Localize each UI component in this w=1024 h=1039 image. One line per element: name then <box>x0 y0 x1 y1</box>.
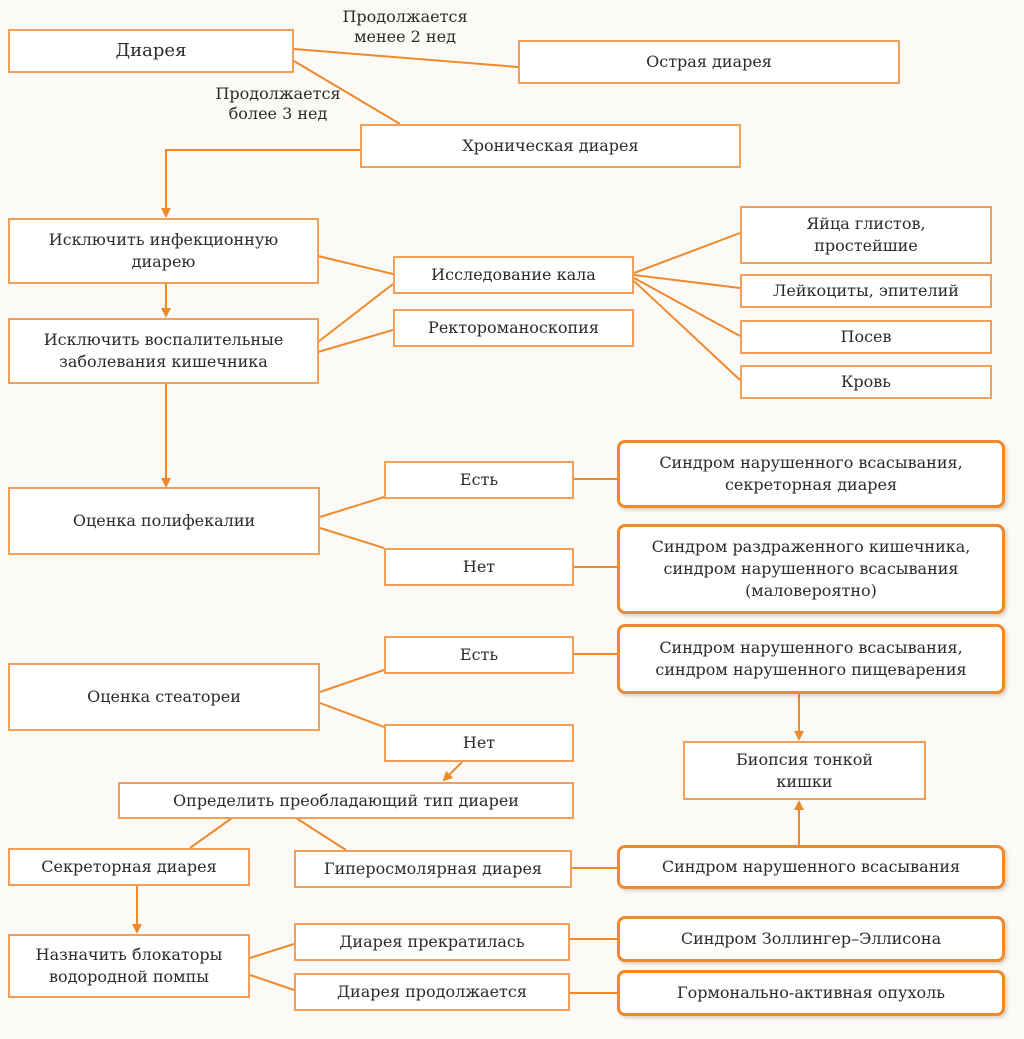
node-leukocytes: Лейкоциты, эпителий <box>740 274 992 308</box>
node-culture: Посев <box>740 320 992 354</box>
edge-determine-secretory <box>189 817 233 849</box>
node-chronic-diarrhea: Хроническая диарея <box>360 124 741 168</box>
node-polyfecalia: Оценка полифекалии <box>8 487 320 555</box>
node-helminth-eggs: Яйца глистов, простейшие <box>740 206 992 264</box>
node-exclude-infectious: Исключить инфекционную диарею <box>8 218 319 284</box>
edge-chronic-infectious <box>161 149 360 218</box>
node-hyperosmolar: Гиперосмолярная диарея <box>294 850 572 888</box>
node-rectoscopy: Ректороманоскопия <box>393 309 634 347</box>
node-biopsy: Биопсия тонкой кишки <box>683 741 926 800</box>
edge-inflammatory-recto <box>317 329 394 353</box>
edge-poly-yes <box>319 496 385 518</box>
node-continues: Диарея продолжается <box>294 973 570 1011</box>
node-acute-diarrhea: Острая диарея <box>518 40 900 84</box>
edge-determine-hyperosmolar <box>295 817 347 851</box>
edge-ppi-continues <box>249 974 295 991</box>
edge-steat-yes <box>319 669 385 693</box>
edge-ppi-stopped <box>249 943 295 959</box>
node-steatorrhea: Оценка стеатореи <box>8 663 320 731</box>
edge-steatno-determine <box>442 761 463 782</box>
edge-poly-no <box>319 527 385 549</box>
edge-diarrhea-chronic <box>293 60 401 125</box>
node-stopped: Диарея прекратилась <box>294 923 570 961</box>
edge-stool-eggs <box>633 232 741 274</box>
node-zollinger: Синдром Золлингер–Эллисона <box>617 916 1005 962</box>
edge-steat-no <box>319 702 385 728</box>
node-stool-exam: Исследование кала <box>393 256 634 294</box>
node-malabsorption: Синдром нарушенного всасывания <box>617 845 1005 889</box>
node-tumor: Гормонально-активная опухоль <box>617 970 1005 1016</box>
node-poly-yes: Есть <box>384 461 574 499</box>
node-poly-no: Нет <box>384 548 574 586</box>
node-exclude-inflammatory: Исключить воспалительные заболевания киш… <box>8 318 319 384</box>
node-steat-yes: Есть <box>384 636 574 674</box>
edge-infectious-stool <box>317 255 394 275</box>
edge-label-less-2-weeks: Продолжается менее 2 нед <box>342 7 468 46</box>
node-ppi: Назначить блокаторы водородной помпы <box>8 934 250 998</box>
node-secretory: Секреторная диарея <box>8 848 250 886</box>
node-poly-yes-result: Синдром нарушенного всасывания, секретор… <box>617 440 1005 508</box>
node-blood: Кровь <box>740 365 992 399</box>
node-steat-no: Нет <box>384 724 574 762</box>
edge-stool-leuko <box>633 274 741 289</box>
edge-inflammatory-stool <box>317 283 394 343</box>
node-determine-type: Определить преобладающий тип диареи <box>118 782 574 819</box>
node-poly-no-result: Синдром раздраженного кишечника, синдром… <box>617 524 1005 614</box>
edge-label-more-3-weeks: Продолжается более 3 нед <box>215 84 341 123</box>
edge-stool-culture <box>633 277 741 337</box>
edge-diarrhea-acute <box>293 48 519 68</box>
node-steat-yes-result: Синдром нарушенного всасывания, синдром … <box>617 624 1005 694</box>
node-diarrhea: Диарея <box>8 29 294 73</box>
edge-stool-blood <box>633 280 741 381</box>
